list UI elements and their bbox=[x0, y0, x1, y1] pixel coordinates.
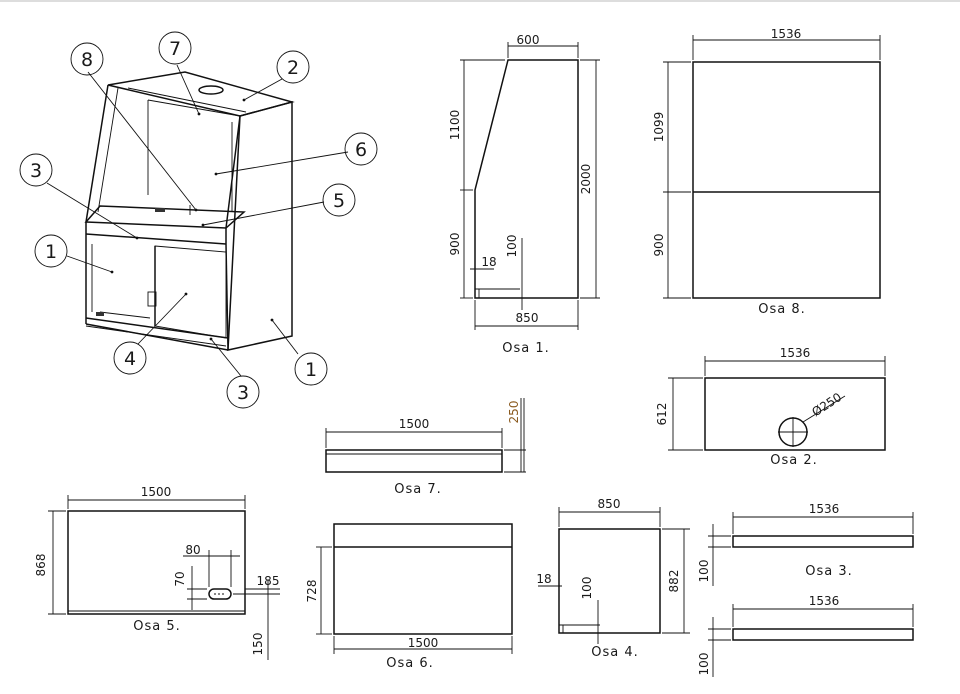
balloon-6-label: 6 bbox=[355, 139, 367, 161]
osa1-dim-offset: 18 bbox=[481, 255, 496, 269]
osa3-dim-height-a: 100 bbox=[697, 560, 711, 583]
balloon-8-label: 8 bbox=[81, 49, 93, 71]
osa3-dim-width-b: 1536 bbox=[809, 594, 840, 608]
balloon-7: 7 bbox=[158, 31, 192, 65]
osa4-dim-height: 882 bbox=[667, 570, 681, 593]
osa1-caption: Osa 1. bbox=[502, 341, 550, 356]
osa5-dim-slot-h: 70 bbox=[173, 571, 187, 586]
osa1-dim-height: 2000 bbox=[579, 164, 593, 195]
balloon-2: 2 bbox=[276, 50, 310, 84]
balloon-1-right: 1 bbox=[294, 352, 328, 386]
osa4-dim-offset: 18 bbox=[536, 572, 551, 586]
osa5-dim-slot-w: 80 bbox=[185, 543, 200, 557]
osa3-dim-width-a: 1536 bbox=[809, 502, 840, 516]
balloon-1-left-label: 1 bbox=[45, 241, 57, 263]
part-osa-5: 1500 868 80 70 185 150 Osa 5. bbox=[34, 485, 280, 660]
balloon-2-label: 2 bbox=[287, 57, 299, 79]
osa6-dim-width: 1500 bbox=[408, 636, 439, 650]
balloon-8: 8 bbox=[70, 42, 104, 76]
part-osa-7: 1500 250 Osa 7. bbox=[325, 398, 526, 497]
part-osa-1: 600 1100 2000 900 100 18 850 Osa 1. bbox=[448, 33, 600, 356]
osa1-dim-base: 100 bbox=[505, 235, 519, 258]
part-osa-8: 1536 1099 900 Osa 8. bbox=[652, 27, 881, 317]
osa7-caption: Osa 7. bbox=[394, 482, 442, 497]
osa4-caption: Osa 4. bbox=[591, 645, 639, 660]
osa1-dim-upper: 1100 bbox=[448, 110, 462, 141]
osa4-dim-base: 100 bbox=[580, 577, 594, 600]
osa2-caption: Osa 2. bbox=[770, 453, 818, 468]
part-osa-6: 728 1500 Osa 6. bbox=[305, 523, 513, 671]
osa8-caption: Osa 8. bbox=[758, 302, 806, 317]
balloon-6: 6 bbox=[344, 132, 378, 166]
balloon-4: 4 bbox=[113, 341, 147, 375]
balloon-4-label: 4 bbox=[124, 348, 136, 370]
balloon-5: 5 bbox=[322, 183, 356, 217]
balloon-1-right-label: 1 bbox=[305, 359, 317, 381]
osa1-dim-bottom: 850 bbox=[516, 311, 539, 325]
osa5-dim-slot-x: 185 bbox=[257, 574, 280, 588]
assembly-view: 8 7 2 6 5 3 1 4 bbox=[19, 31, 378, 409]
osa3-caption: Osa 3. bbox=[805, 564, 853, 579]
part-osa-3: 1536 100 Osa 3. 1536 100 bbox=[697, 502, 914, 677]
osa1-dim-top: 600 bbox=[517, 33, 540, 47]
osa4-dim-width: 850 bbox=[598, 497, 621, 511]
osa8-dim-upper: 1099 bbox=[652, 112, 666, 143]
osa7-dim-height: 250 bbox=[507, 401, 521, 424]
osa6-caption: Osa 6. bbox=[386, 656, 434, 671]
osa2-dim-width: 1536 bbox=[780, 346, 811, 360]
part-osa-4: 850 882 18 100 Osa 4. bbox=[536, 497, 690, 660]
osa8-dim-width: 1536 bbox=[771, 27, 802, 41]
balloon-5-label: 5 bbox=[333, 190, 345, 212]
balloon-3-lower-label: 3 bbox=[237, 382, 249, 404]
osa1-dim-lower: 900 bbox=[448, 233, 462, 256]
osa6-dim-height: 728 bbox=[305, 580, 319, 603]
osa5-caption: Osa 5. bbox=[133, 619, 181, 634]
balloon-3-lower: 3 bbox=[226, 375, 260, 409]
balloon-3-upper-label: 3 bbox=[30, 160, 42, 182]
balloon-1-left: 1 bbox=[34, 234, 68, 268]
osa5-dim-slot-y: 150 bbox=[251, 633, 265, 656]
osa5-dim-height: 868 bbox=[34, 554, 48, 577]
osa7-dim-width: 1500 bbox=[399, 417, 430, 431]
osa8-dim-lower: 900 bbox=[652, 234, 666, 257]
osa3-dim-height-b: 100 bbox=[697, 653, 711, 676]
osa2-dim-depth: 612 bbox=[655, 403, 669, 426]
osa5-dim-width: 1500 bbox=[141, 485, 172, 499]
balloon-7-label: 7 bbox=[169, 38, 181, 60]
balloon-3-upper: 3 bbox=[19, 153, 53, 187]
